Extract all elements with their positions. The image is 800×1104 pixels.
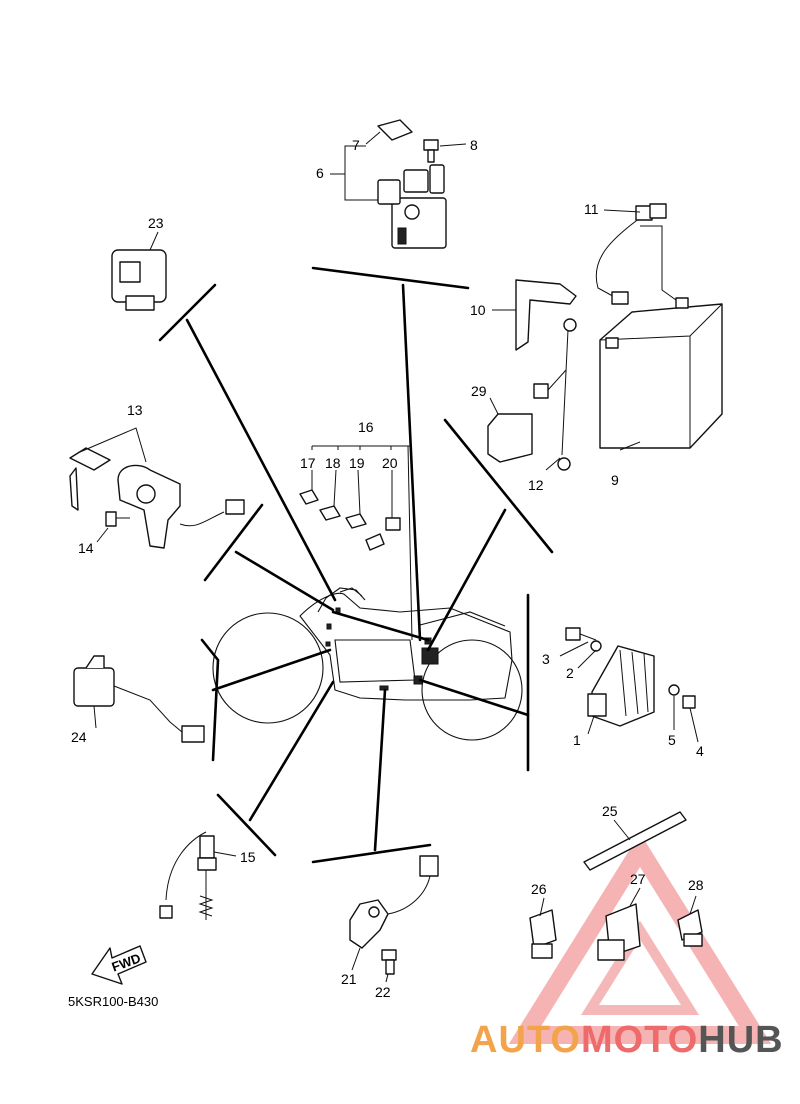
cable-tie-25	[583, 811, 687, 871]
callout-22: 22	[375, 984, 391, 1000]
callout-2: 2	[566, 665, 574, 681]
callout-16: 16	[358, 419, 374, 435]
callout-23: 23	[148, 215, 164, 231]
callout-26: 26	[531, 881, 547, 897]
nut-4	[682, 695, 696, 709]
watermark-part-auto: AUTO	[470, 1019, 581, 1061]
negative-lead-12	[533, 318, 577, 471]
callout-29: 29	[471, 383, 487, 399]
watermark-part-moto: MOTO	[581, 1019, 698, 1061]
callout-25: 25	[602, 803, 618, 819]
motorcycle-silhouette	[212, 587, 523, 741]
callout-7: 7	[352, 137, 360, 153]
callout-15: 15	[240, 849, 256, 865]
sensor-21	[349, 855, 439, 949]
battery-9	[599, 297, 723, 449]
callout-5: 5	[668, 732, 676, 748]
fuse-set-16	[299, 445, 413, 641]
callout-4: 4	[696, 743, 704, 759]
callout-21: 21	[341, 971, 357, 987]
clamp-28	[677, 909, 703, 947]
bolt-14	[105, 511, 130, 527]
flasher-relay-23	[111, 249, 167, 311]
callout-1: 1	[573, 732, 581, 748]
callout-6: 6	[316, 165, 324, 181]
location-leader-lines	[158, 266, 554, 864]
bolt-3	[565, 627, 597, 641]
callout-18: 18	[325, 455, 341, 471]
relay-29	[487, 413, 533, 463]
washer-2	[590, 640, 602, 652]
bolt-8	[423, 139, 439, 163]
bolt-22	[381, 949, 397, 975]
watermark-part-hub: HUB	[698, 1019, 783, 1061]
callout-27: 27	[630, 871, 646, 887]
callout-20: 20	[382, 455, 398, 471]
neutral-switch-15	[159, 831, 217, 920]
callout-19: 19	[349, 455, 365, 471]
starter-relay	[377, 164, 447, 249]
clamp-27	[597, 903, 641, 961]
washer-5	[668, 684, 680, 696]
callout-24: 24	[71, 729, 87, 745]
clamp-26	[529, 909, 557, 959]
fuse-7	[377, 119, 413, 141]
battery-band-10	[515, 279, 577, 351]
callout-28: 28	[688, 877, 704, 893]
diagram-code: 5KSR100-B430	[68, 994, 158, 1009]
callout-9: 9	[611, 472, 619, 488]
callout-11: 11	[584, 201, 599, 217]
callout-3: 3	[542, 651, 550, 667]
callout-numbers: 1 2 3 4 5 6 7 8 9 10 11 12 13 14 15 16 1…	[71, 137, 704, 1000]
main-switch-13	[69, 427, 245, 549]
callout-12: 12	[528, 477, 544, 493]
rectifier-regulator-1	[587, 645, 655, 727]
watermark-text: AUTOMOTOHUB	[470, 1019, 784, 1061]
callout-17: 17	[300, 455, 316, 471]
callout-13: 13	[127, 402, 143, 418]
sensor-24	[73, 655, 205, 743]
callout-leaders	[93, 131, 699, 983]
callout-8: 8	[470, 137, 478, 153]
callout-14: 14	[78, 540, 94, 556]
callout-10: 10	[470, 302, 486, 318]
fwd-arrow: FWD	[91, 945, 147, 985]
battery-lead-11	[595, 203, 677, 305]
